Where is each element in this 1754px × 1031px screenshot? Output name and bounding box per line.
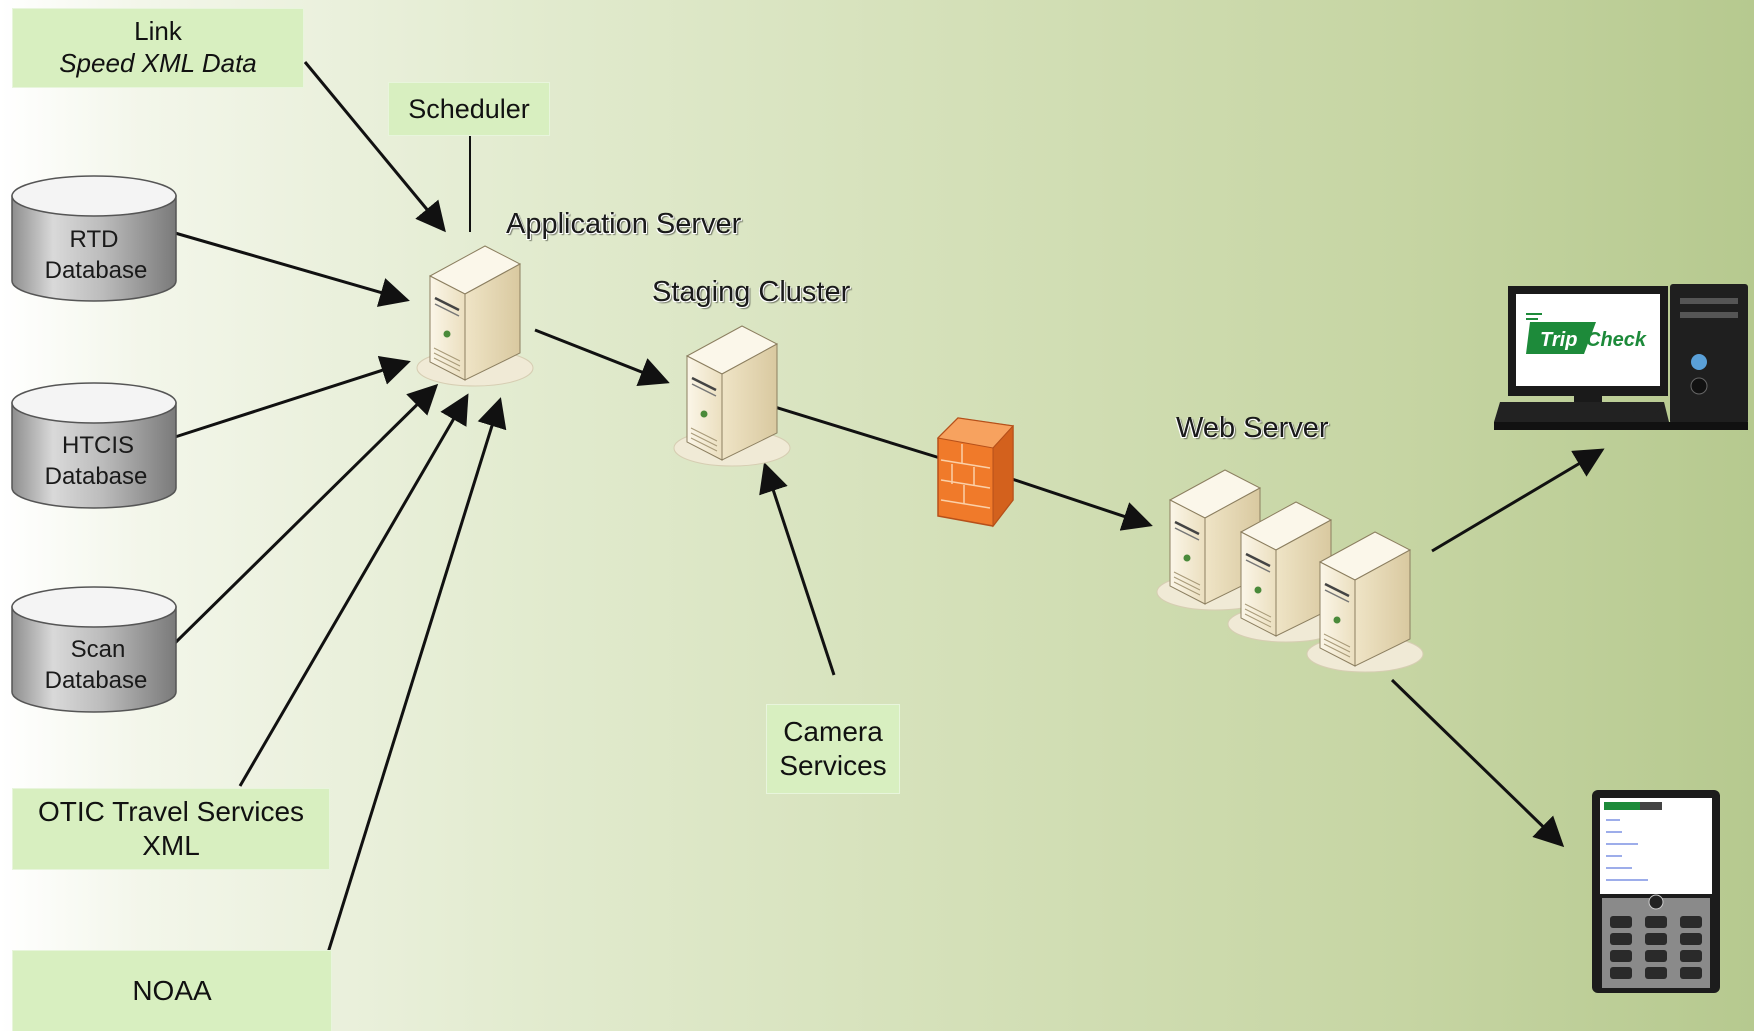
arrow-scan-to-app — [173, 383, 439, 645]
arrow-camera-to-staging — [759, 462, 836, 676]
staging-cluster-caption: Staging Cluster — [652, 276, 851, 308]
web-server-caption: Web Server — [1176, 412, 1329, 444]
camera-services-label: Camera — [783, 715, 883, 747]
scan-database-icon: Scan Database — [11, 586, 177, 713]
camera-services-sublabel: Services — [779, 750, 887, 781]
htcis-database-sublabel: Database — [45, 463, 148, 490]
tripcheck-logo-check: Check — [1586, 329, 1647, 351]
noaa-label: NOAA — [132, 975, 212, 1007]
scheduler-box: Scheduler — [388, 82, 550, 136]
firewall-icon — [936, 417, 1015, 528]
otic-travel-services-sublabel: XML — [142, 830, 200, 861]
rtd-database-label: RTD — [70, 226, 119, 253]
camera-services-box: Camera Services — [766, 704, 900, 794]
rtd-database-icon: RTD Database — [11, 175, 177, 302]
application-server-caption: Application Server — [506, 208, 742, 240]
tripcheck-logo: Trip Check — [1526, 313, 1647, 354]
line-staging-to-firewall — [751, 398, 941, 460]
otic-travel-services-box: OTIC Travel Services XML — [12, 788, 330, 870]
scan-database-label: Scan — [71, 636, 126, 663]
arrow-link-to-app — [303, 61, 446, 233]
arrow-web-to-desktop — [1431, 448, 1605, 553]
staging-cluster-icon — [672, 324, 792, 468]
link-speed-xml-box: Link Speed XML Data — [12, 8, 304, 88]
rtd-database-sublabel: Database — [45, 257, 148, 284]
arrow-web-to-mobile — [1390, 678, 1565, 848]
noaa-box: NOAA — [12, 950, 332, 1031]
connector-arrows — [173, 61, 1605, 957]
web-server-cluster-icon — [1155, 468, 1425, 674]
mobile-phone-icon — [1592, 790, 1720, 993]
link-speed-xml-label: Link — [134, 16, 182, 47]
desktop-computer-icon: Trip Check — [1494, 284, 1748, 430]
link-speed-xml-sublabel: Speed XML Data — [59, 48, 257, 78]
arrow-app-to-staging — [534, 328, 670, 387]
scheduler-label: Scheduler — [408, 93, 530, 124]
arrow-htcis-to-app — [174, 355, 411, 439]
tripcheck-logo-trip: Trip — [1540, 329, 1577, 351]
htcis-database-icon: HTCIS Database — [11, 382, 177, 509]
otic-travel-services-label: OTIC Travel Services — [37, 795, 305, 827]
arrow-noaa-to-app — [325, 397, 507, 957]
application-server-icon — [415, 244, 535, 388]
arrow-rtd-to-app — [174, 231, 410, 307]
arrow-otic-to-app — [238, 393, 469, 787]
htcis-database-label: HTCIS — [62, 432, 134, 459]
scan-database-sublabel: Database — [45, 667, 148, 694]
